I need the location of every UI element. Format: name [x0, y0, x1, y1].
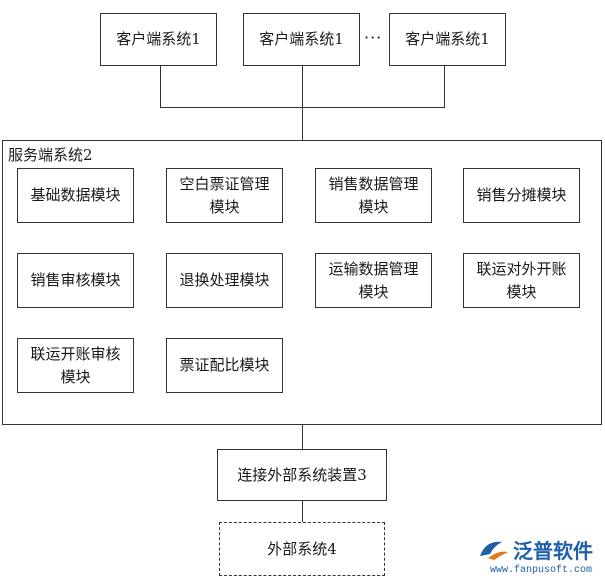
module-label-line1: 空白票证管理 — [179, 174, 270, 193]
module-blank-ticket-management: 空白票证管理模块 — [166, 168, 283, 223]
client-system-box-2: 客户端系统1 — [243, 13, 360, 66]
module-label: 销售审核模块 — [30, 271, 121, 289]
watermark-url: www.fanpusoft.com — [490, 565, 593, 576]
ellipsis: ··· — [364, 28, 383, 47]
client-system-label: 客户端系统1 — [116, 30, 201, 48]
module-label-line1: 销售数据管理 — [328, 174, 419, 193]
fanpu-logo-icon — [480, 541, 508, 560]
module-label-line2: 模块 — [209, 197, 240, 216]
module-label-line2: 模块 — [506, 282, 537, 301]
client2-down-line — [302, 65, 304, 140]
module-intermodal-external-billing: 联运对外开账模块 — [463, 253, 580, 308]
module-refund-processing: 退换处理模块 — [166, 253, 283, 308]
module-basic-data: 基础数据模块 — [17, 168, 134, 223]
module-label: 销售分摊模块 — [476, 186, 567, 204]
module-sales-allocation: 销售分摊模块 — [463, 168, 580, 223]
client-system-label: 客户端系统1 — [259, 30, 344, 48]
server-to-connector-line — [302, 424, 304, 449]
module-label-line2: 模块 — [358, 282, 389, 301]
external-system-box: 外部系统4 — [219, 522, 385, 576]
client-bus-line — [160, 107, 445, 109]
client1-down-line — [160, 65, 162, 107]
server-system-container — [2, 140, 602, 425]
module-sales-data-management: 销售数据管理模块 — [315, 168, 432, 223]
module-intermodal-billing-audit: 联运开账审核模块 — [17, 338, 134, 393]
module-label-line1: 联运对外开账 — [476, 259, 567, 278]
module-label-line2: 模块 — [358, 197, 389, 216]
external-connection-device-label: 连接外部系统装置3 — [237, 465, 367, 484]
module-label: 基础数据模块 — [30, 186, 121, 204]
client3-down-line — [444, 65, 446, 107]
external-system-label: 外部系统4 — [267, 539, 337, 558]
module-label-line1: 联运开账审核 — [30, 344, 121, 363]
external-connection-device-box: 连接外部系统装置3 — [217, 449, 387, 501]
connector-to-external-line — [302, 500, 304, 522]
module-sales-audit: 销售审核模块 — [17, 253, 134, 308]
module-label: 票证配比模块 — [179, 356, 270, 374]
client-system-label: 客户端系统1 — [405, 30, 490, 48]
module-label-line1: 运输数据管理 — [328, 259, 419, 278]
module-label-line2: 模块 — [60, 367, 91, 386]
module-ticket-matching: 票证配比模块 — [166, 338, 283, 393]
client-system-box-1: 客户端系统1 — [100, 13, 217, 66]
module-label: 退换处理模块 — [179, 271, 270, 289]
client-system-box-3: 客户端系统1 — [389, 13, 506, 66]
watermark-name: 泛普软件 — [513, 539, 593, 563]
module-transport-data-management: 运输数据管理模块 — [315, 253, 432, 308]
server-system-label: 服务端系统2 — [8, 146, 93, 164]
